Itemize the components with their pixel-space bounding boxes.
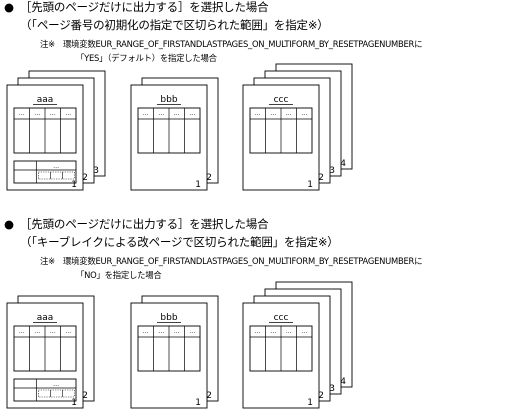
page-number: 1 (195, 180, 201, 190)
page: 1 ccc … … … … (242, 84, 320, 191)
page-number: 1 (307, 398, 313, 408)
section-1-subheading: （「ページ番号の初期化の指定で区切られた範囲」を指定※） (20, 18, 329, 32)
table-cell-dots: … (255, 110, 261, 117)
table-cell-dots: … (34, 328, 40, 335)
section-1-bullet: ● (4, 0, 14, 14)
table-cell-dots: … (255, 328, 261, 335)
page-number: 1 (307, 180, 313, 190)
page-label: aaa (37, 95, 54, 105)
page-number: 3 (329, 166, 335, 176)
footer-table: … (13, 378, 77, 402)
page-label: ccc (274, 313, 289, 323)
table-cell-dots: … (50, 328, 56, 335)
footer-dotted-box (38, 389, 75, 398)
footer-dots: … (53, 381, 59, 388)
table-cell-dots: … (270, 110, 276, 117)
section-1-note-line2: 「YES」（デフォルト）を指定した場合 (76, 53, 217, 63)
page-number: 1 (71, 180, 77, 190)
table-cell-dots: … (50, 110, 56, 117)
footer-frame (13, 378, 77, 402)
page-label: bbb (160, 95, 177, 105)
data-table: … … … … (249, 325, 313, 372)
footer-frame (13, 160, 77, 184)
data-table: … … … … (13, 107, 77, 154)
table-cell-dots: … (19, 110, 25, 117)
page-label: aaa (37, 313, 54, 323)
page-number: 3 (329, 384, 335, 394)
page-stack-bbb: 21 bbb … … … … (130, 77, 219, 191)
page-label: ccc (274, 95, 289, 105)
section-2-bullet: ● (4, 217, 14, 231)
footer-dots: … (53, 163, 59, 170)
page: 1 aaa … … … … … (6, 84, 84, 191)
data-table: … … … … (13, 325, 77, 372)
page-number: 4 (340, 159, 346, 169)
table-cell-dots: … (174, 328, 180, 335)
table-cell-dots: … (158, 110, 164, 117)
page-number: 2 (82, 391, 88, 401)
section-1-heading: ［先頭のページだけに出力する］を選択した場合 (20, 0, 269, 14)
page-number: 2 (206, 173, 212, 183)
page: 1 bbb … … … … (130, 84, 208, 191)
page-stack-bbb: 21 bbb … … … … (130, 295, 219, 409)
page: 1 ccc … … … … (242, 302, 320, 409)
page-number: 3 (93, 166, 99, 176)
data-table: … … … … (137, 325, 201, 372)
table-cell-dots: … (270, 328, 276, 335)
table-cell-dots: … (189, 328, 195, 335)
page-label: bbb (160, 313, 177, 323)
table-cell-dots: … (174, 110, 180, 117)
table-cell-dots: … (143, 328, 149, 335)
section-1-note-line1: 注※ 環境変数EUR_RANGE_OF_FIRSTANDLASTPAGES_ON… (40, 39, 423, 49)
footer-table: … (13, 160, 77, 184)
page-number: 2 (318, 391, 324, 401)
section-2-note-line2: 「NO」を指定した場合 (76, 270, 162, 280)
data-table: … … … … (137, 107, 201, 154)
page: 1 bbb … … … … (130, 302, 208, 409)
section-2-note-line1: 注※ 環境変数EUR_RANGE_OF_FIRSTANDLASTPAGES_ON… (40, 256, 423, 266)
table-cell-dots: … (286, 328, 292, 335)
table-cell-dots: … (143, 110, 149, 117)
page-stack-aaa: 21 aaa … … … … … (6, 295, 95, 409)
table-cell-dots: … (286, 110, 292, 117)
page-number: 4 (340, 377, 346, 387)
page-stack-aaa: 321 aaa … … … … … (6, 70, 106, 191)
table-cell-dots: … (65, 328, 71, 335)
table-cell-dots: … (158, 328, 164, 335)
page-number: 2 (206, 391, 212, 401)
table-cell-dots: … (65, 110, 71, 117)
footer-dotted-box (38, 171, 75, 180)
page-number: 2 (82, 173, 88, 183)
table-cell-dots: … (34, 110, 40, 117)
table-cell-dots: … (301, 328, 307, 335)
table-cell-dots: … (189, 110, 195, 117)
table-cell-dots: … (301, 110, 307, 117)
page-number: 1 (195, 398, 201, 408)
table-cell-dots: … (19, 328, 25, 335)
page: 1 aaa … … … … … (6, 302, 84, 409)
section-2-subheading: （「キーブレイクによる改ページで区切られた範囲」を指定※） (20, 235, 339, 249)
page-number: 1 (71, 398, 77, 408)
data-table: … … … … (249, 107, 313, 154)
section-2-heading: ［先頭のページだけに出力する］を選択した場合 (20, 217, 269, 231)
page-number: 2 (318, 173, 324, 183)
